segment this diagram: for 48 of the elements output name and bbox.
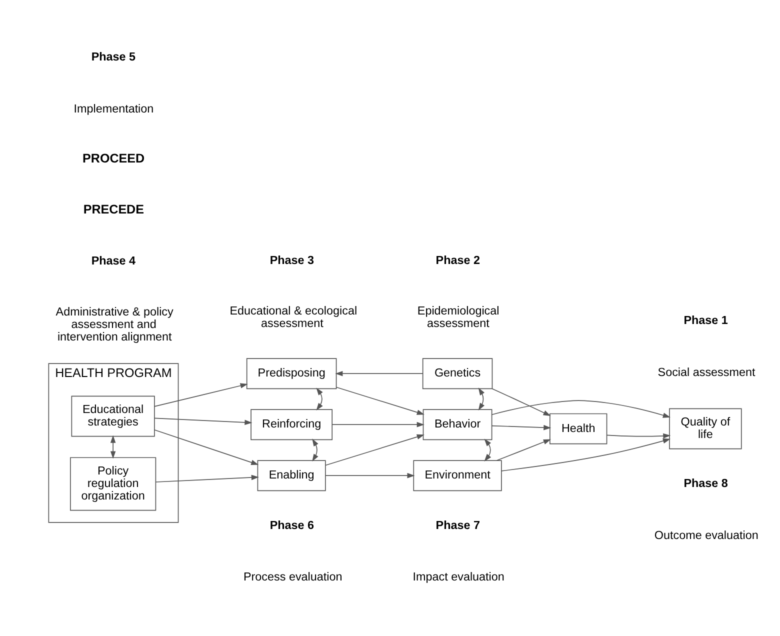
arrow xyxy=(154,383,248,407)
label: Implementation xyxy=(74,102,154,116)
node-box: Enabling xyxy=(257,460,326,492)
label: Outcome evaluation xyxy=(654,528,758,542)
label: Phase 4 xyxy=(91,254,136,268)
label: Epidemiological assessment xyxy=(417,304,500,330)
arrow xyxy=(154,429,259,465)
node-box: Policy regulation organization xyxy=(70,457,156,511)
label: PRECEDE xyxy=(83,202,144,216)
arrow xyxy=(154,418,252,426)
arrow xyxy=(491,424,552,430)
label: Administrative & policy assessment and intervention alignment xyxy=(56,306,174,344)
arrow xyxy=(155,474,259,482)
arrow xyxy=(325,472,415,478)
arrow xyxy=(336,386,424,415)
node-box: Predisposing xyxy=(246,358,337,390)
arrow xyxy=(492,400,670,418)
label: Impact evaluation xyxy=(412,570,504,584)
node-box: Health xyxy=(550,413,608,444)
node-box: Reinforcing xyxy=(250,409,333,440)
label: Phase 8 xyxy=(684,477,728,490)
arrow xyxy=(606,433,671,439)
arrow xyxy=(325,434,424,466)
label: Process evaluation xyxy=(243,570,342,584)
node-box: Quality of life xyxy=(669,408,742,450)
label: Phase 6 xyxy=(270,518,314,532)
arrow xyxy=(316,388,323,410)
arrow xyxy=(501,438,670,472)
arrow xyxy=(492,388,551,416)
node-box: Environment xyxy=(413,460,502,492)
node-box: Genetics xyxy=(422,358,493,390)
arrow xyxy=(332,422,424,428)
label: Phase 5 xyxy=(91,50,136,64)
arrow xyxy=(496,439,551,461)
label: Phase 2 xyxy=(436,254,480,267)
label: Phase 3 xyxy=(270,254,314,267)
arrow xyxy=(478,388,485,411)
label: Educational & ecological assessment xyxy=(230,304,358,330)
label: PROCEED xyxy=(82,151,145,166)
label: Phase 1 xyxy=(684,314,728,328)
arrow xyxy=(110,435,116,459)
arrow xyxy=(335,370,424,376)
arrow xyxy=(312,438,318,462)
node-box: Behavior xyxy=(422,409,492,440)
node-box: Educational strategies xyxy=(71,396,155,437)
label: Phase 7 xyxy=(436,518,480,532)
label: Social assessment xyxy=(658,366,756,379)
arrow xyxy=(484,438,492,462)
